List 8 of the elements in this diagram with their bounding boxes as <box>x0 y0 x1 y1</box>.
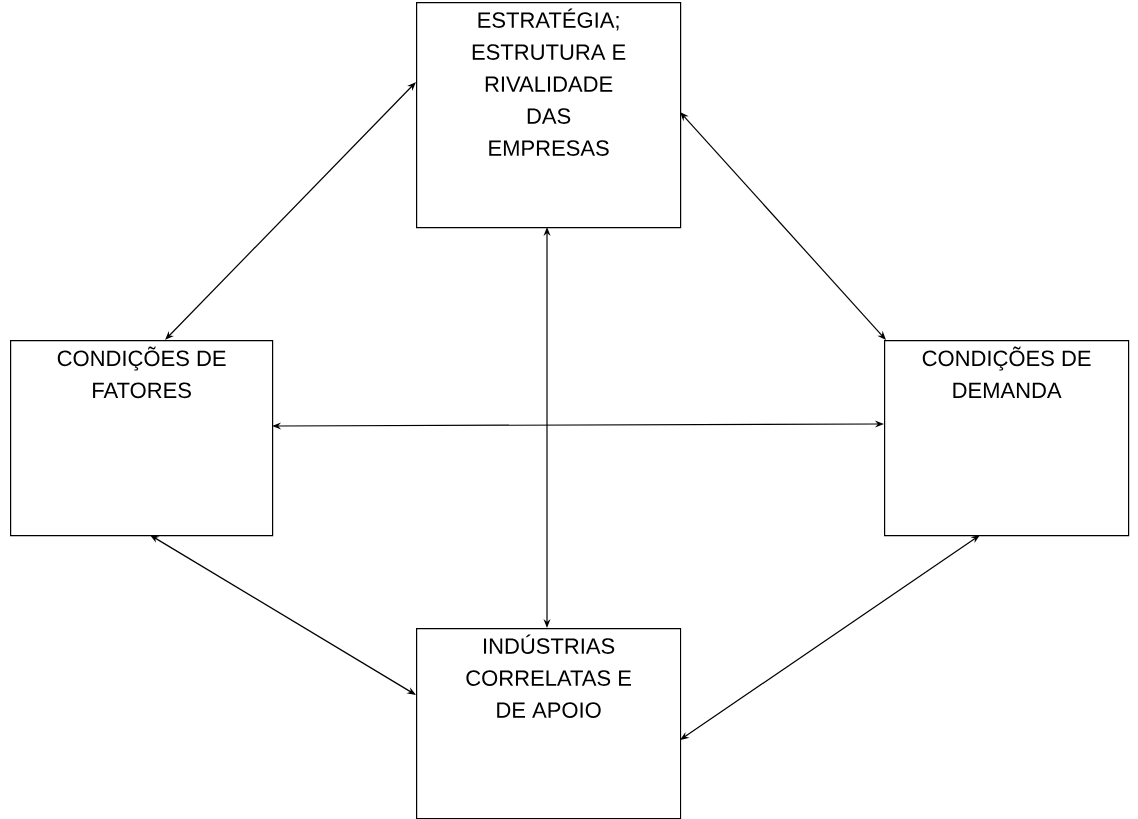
arrow <box>680 112 886 340</box>
arrow <box>150 535 416 695</box>
arrow <box>680 535 980 740</box>
text-box: CONDIÇÕES DE FATORES <box>10 340 274 537</box>
arrow <box>165 82 416 340</box>
text-box: INDÚSTRIAS CORRELATAS E DE APOIO <box>416 628 682 819</box>
text-box: CONDIÇÕES DE DEMANDA <box>884 340 1130 537</box>
text-box: ESTRATÉGIA; ESTRUTURA E RIVALIDADE DAS EMPRESAS <box>416 2 682 229</box>
